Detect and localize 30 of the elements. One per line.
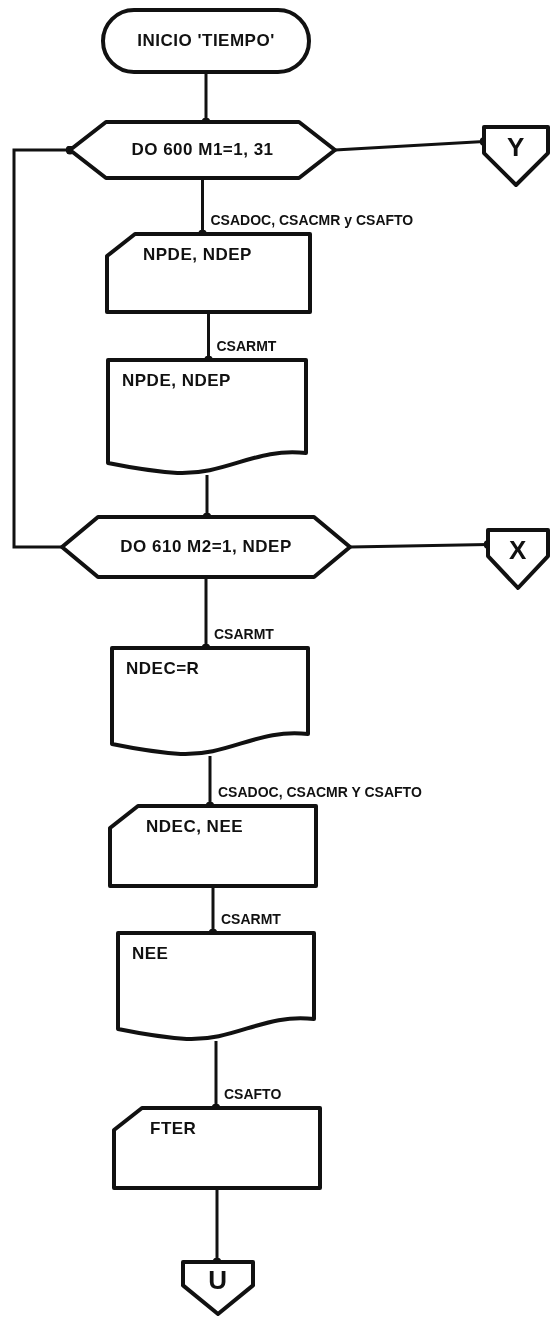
node-text: DO 610 M2=1, NDEP — [120, 536, 292, 558]
node-text: NDEC=R — [126, 658, 200, 680]
node-text: Y — [507, 131, 525, 164]
loop-hexagon — [62, 517, 350, 577]
document-shape — [108, 360, 306, 475]
manual-input-shape — [107, 234, 310, 312]
node-text: X — [509, 534, 527, 567]
node-text: NEE — [132, 943, 169, 965]
document-shape — [112, 648, 308, 756]
node-text: U — [208, 1263, 228, 1297]
node-text: DO 600 M1=1, 31 — [131, 139, 274, 161]
edge-label: CSARMT — [214, 338, 279, 354]
manual-input-shape — [110, 806, 316, 886]
manual-input-shape — [114, 1108, 320, 1188]
node-text: INICIO 'TIEMPO' — [137, 30, 275, 52]
connector-pentagon — [183, 1262, 253, 1314]
node-text: NDEC, NEE — [146, 816, 244, 838]
node-text: NPDE, NDEP — [143, 244, 252, 266]
edge-label: CSARMT — [219, 911, 283, 927]
edge-label: CSADOC, CSACMR y CSAFTO — [208, 212, 416, 228]
loop-hexagon — [70, 122, 335, 178]
document-shape — [118, 933, 314, 1041]
node-text: FTER — [150, 1118, 197, 1140]
terminal-shape — [103, 10, 309, 72]
node-text: NPDE, NDEP — [122, 370, 231, 392]
edge-label: CSADOC, CSACMR Y CSAFTO — [216, 784, 424, 800]
connector-pentagon — [484, 127, 548, 185]
edge-label: CSAFTO — [222, 1086, 284, 1102]
connector-pentagon — [488, 530, 548, 588]
edge-label: CSARMT — [212, 626, 276, 642]
